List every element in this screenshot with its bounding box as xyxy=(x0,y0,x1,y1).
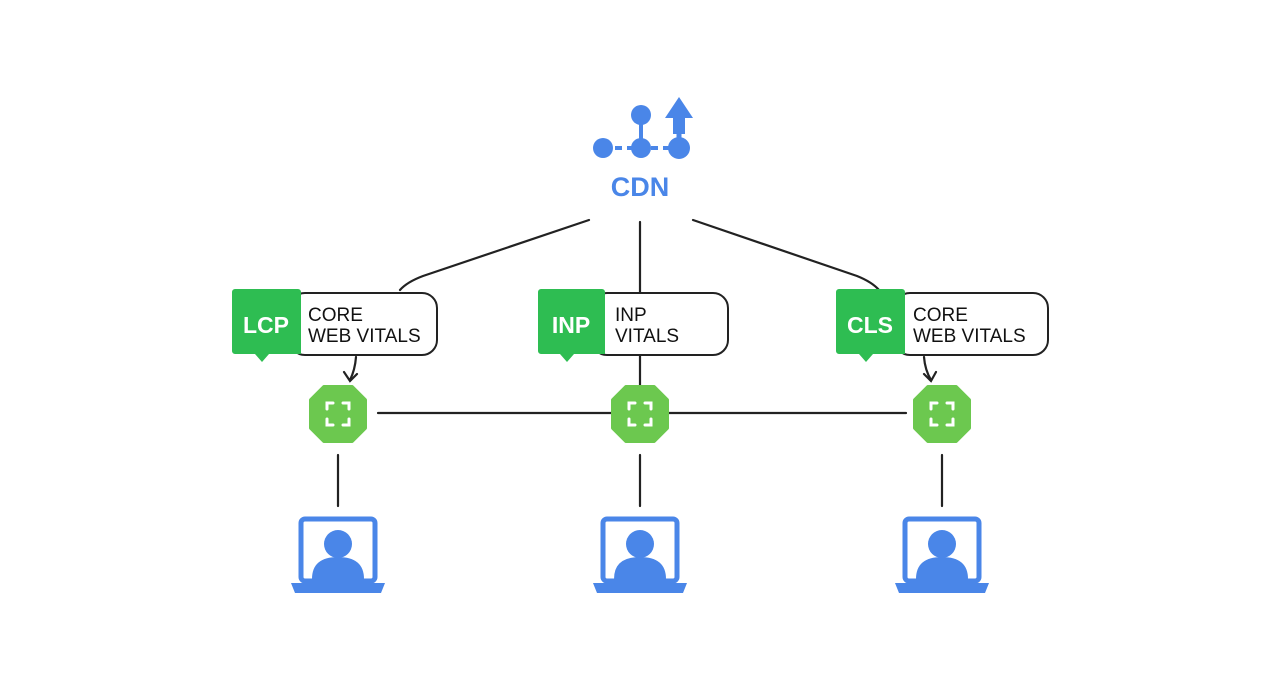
metric-label-line1: INP xyxy=(615,305,647,326)
edge-node-icon xyxy=(611,385,669,443)
metric-label-line1: CORE xyxy=(913,305,968,326)
metric-label-line1: CORE xyxy=(308,305,363,326)
metric-badge xyxy=(538,289,605,362)
metric-badge-text: CLS xyxy=(847,312,893,338)
metric-card-cls: CLS CORE WEB VITALS xyxy=(836,289,1049,362)
arrow-lcp xyxy=(348,355,358,382)
metric-label-line2: VITALS xyxy=(615,326,679,347)
metric-badge-text: INP xyxy=(552,312,590,338)
arrow-cls xyxy=(922,355,933,382)
metric-card-inp: INP INP VITALS xyxy=(538,289,729,362)
connectors xyxy=(336,218,944,508)
metric-label-line2: WEB VITALS xyxy=(308,326,421,347)
metric-label-line2: WEB VITALS xyxy=(913,326,1026,347)
arrow-lcp-head xyxy=(342,370,359,383)
edge-node-icon xyxy=(309,385,367,443)
metric-badge-text: LCP xyxy=(243,312,289,338)
user-laptop-icon xyxy=(291,516,385,593)
link-cdn-lcp xyxy=(398,218,591,292)
link-cdn-cls xyxy=(691,218,881,292)
network-nodes-upload-icon xyxy=(593,97,693,159)
arrow-cls-head xyxy=(922,370,938,383)
metric-card-lcp: LCP CORE WEB VITALS xyxy=(232,289,438,362)
metric-badge xyxy=(232,289,301,362)
metric-badge xyxy=(836,289,905,362)
cdn-label: CDN xyxy=(611,172,670,202)
user-laptop-icon xyxy=(895,516,989,593)
edge-node-icon xyxy=(913,385,971,443)
user-laptop-icon xyxy=(593,516,687,593)
